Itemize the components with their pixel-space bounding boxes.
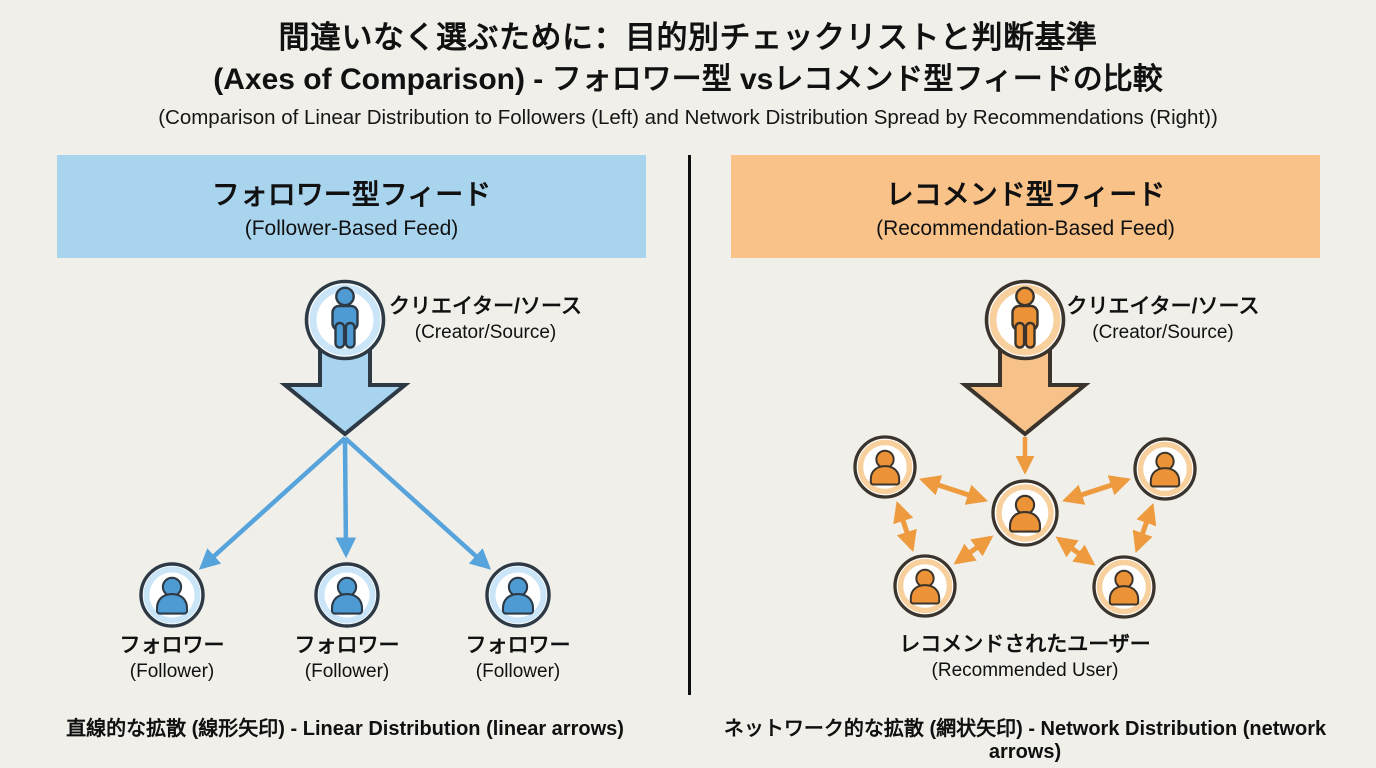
follower-icon-3 xyxy=(485,562,551,628)
left-panel-header: フォロワー型フィード (Follower-Based Feed) xyxy=(57,155,646,258)
user-icon-bottomright xyxy=(1092,555,1156,619)
left-caption: 直線的な拡散 (線形矢印) - Linear Distribution (lin… xyxy=(66,718,624,740)
creator-icon xyxy=(984,279,1066,361)
right-panel-title-en: (Recommendation-Based Feed) xyxy=(876,216,1175,240)
creator-icon xyxy=(304,279,386,361)
linear-arrow-middle xyxy=(335,437,357,559)
left-diagram xyxy=(139,279,551,628)
linear-arrow-left xyxy=(198,436,347,570)
network-arrow-center-bottomright xyxy=(1055,536,1096,566)
network-arrow-center-bottomleft xyxy=(953,535,994,565)
right-panel-header: レコメンド型フィード (Recommendation-Based Feed) xyxy=(731,155,1320,258)
network-arrow-center-topright xyxy=(1062,475,1131,505)
block-arrow-down-icon xyxy=(279,346,411,437)
page-subtitle-en: (Comparison of Linear Distribution to Fo… xyxy=(158,106,1218,130)
follower-icon-1 xyxy=(139,562,205,628)
user-icon-topleft xyxy=(853,435,917,499)
left-panel-title-en: (Follower-Based Feed) xyxy=(244,216,459,240)
network-arrow-right-side xyxy=(1132,503,1157,553)
right-panel-title: レコメンド型フィード xyxy=(885,178,1166,210)
user-icon-center xyxy=(991,479,1059,547)
panel-divider xyxy=(688,155,691,695)
block-arrow-down-icon xyxy=(959,346,1091,437)
right-creator-label: クリエイター/ソース (Creator/Source) xyxy=(1066,295,1260,344)
follower-label-1: フォロワー (Follower) xyxy=(119,634,225,683)
linear-arrows xyxy=(198,436,492,570)
page-subtitle-jp: (Axes of Comparison) - フォロワー型 vsレコメンド型フィ… xyxy=(213,62,1163,96)
right-caption: ネットワーク的な拡散 (網状矢印) - Network Distribution… xyxy=(723,718,1327,763)
page-title: 間違いなく選ぶために：目的別チェックリストと判断基準 xyxy=(278,20,1098,55)
follower-label-2: フォロワー (Follower) xyxy=(294,634,400,683)
network-arrows xyxy=(893,475,1157,566)
left-panel-title: フォロワー型フィード xyxy=(211,178,492,210)
title-block: 間違いなく選ぶために：目的別チェックリストと判断基準 (Axes of Comp… xyxy=(0,18,1376,131)
linear-arrow-right xyxy=(343,436,492,570)
user-icon-bottomleft xyxy=(893,554,957,618)
follower-label-3: フォロワー (Follower) xyxy=(465,634,571,683)
right-diagram xyxy=(853,279,1197,619)
network-arrow-center-topleft xyxy=(919,475,988,505)
follower-icon-2 xyxy=(314,562,380,628)
recommended-user-label: レコメンドされたユーザー (Recommended User) xyxy=(899,633,1151,682)
network-arrow-left-side xyxy=(893,501,917,552)
user-icon-topright xyxy=(1133,437,1197,501)
left-creator-label: クリエイター/ソース (Creator/Source) xyxy=(389,295,582,344)
